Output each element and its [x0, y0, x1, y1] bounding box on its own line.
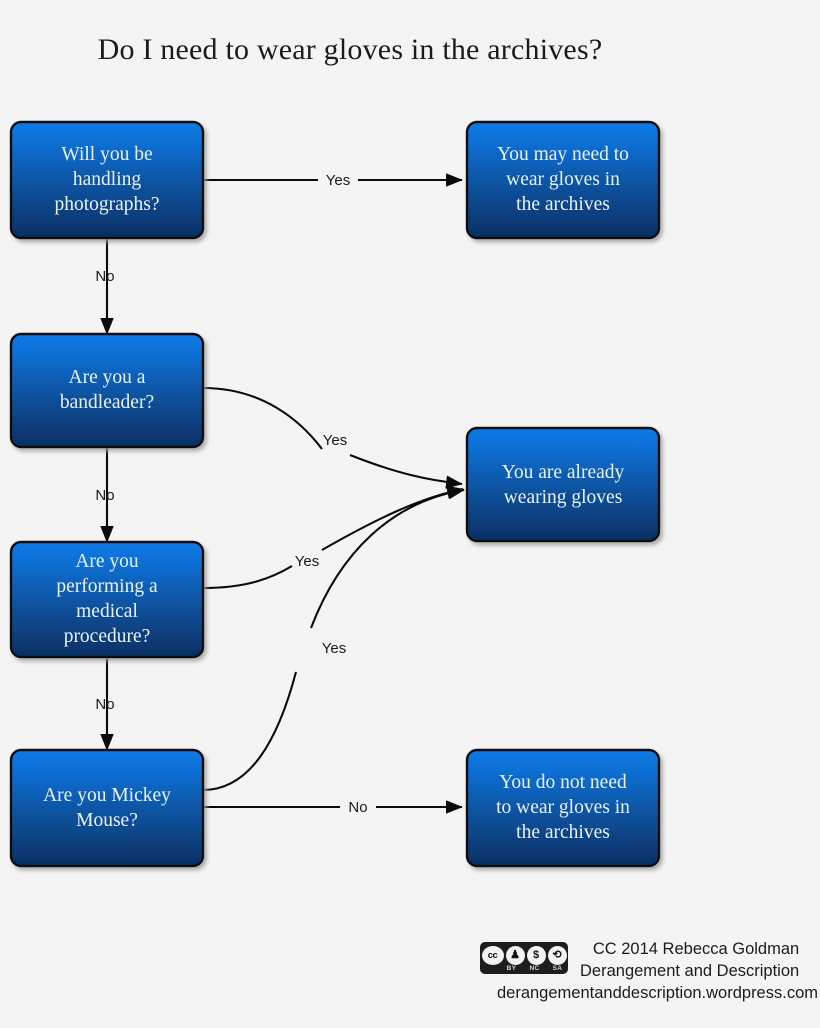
sharealike-arrow-icon: ⟲ [547, 946, 567, 965]
edge-label-q2-yes: Yes [323, 432, 347, 449]
node-you-do-not-need-to-wear-gloves[interactable]: You do not need to wear gloves in the ar… [465, 748, 661, 868]
node-line: You are already [502, 462, 625, 483]
node-line: wear gloves in [506, 169, 620, 190]
node-box[interactable] [9, 748, 205, 868]
edge-label-q3-yes: Yes [295, 553, 319, 570]
node-are-you-mickey-mouse[interactable]: Are you Mickey Mouse? [9, 748, 205, 868]
node-line: Mouse? [76, 810, 138, 831]
cc-mark-labels: BY NC SA [482, 965, 567, 972]
node-line: handling [73, 169, 141, 190]
node-line: bandleader? [60, 392, 154, 413]
node-you-are-already-wearing-gloves[interactable]: You are already wearing gloves [465, 426, 661, 543]
page-title: Do I need to wear gloves in the archives… [97, 33, 603, 66]
footer-blog-url[interactable]: derangementanddescription.wordpress.com [496, 983, 818, 1002]
edge-label-q1-yes: Yes [326, 172, 350, 189]
edge-label-q4-no: No [348, 799, 367, 816]
node-will-you-be-handling-photographs[interactable]: Will you be handling photographs? [9, 120, 205, 240]
edge-label-q4-yes: Yes [322, 640, 346, 657]
node-box[interactable] [9, 332, 205, 449]
node-box[interactable] [465, 120, 661, 240]
edges-layer: Yes No Yes No Yes No Yes [95, 172, 465, 816]
credit-text-block: CC 2014 Rebecca Goldman Derangement and … [580, 938, 799, 983]
edge-label-q1-no: No [95, 268, 114, 285]
node-line: Will you be [61, 144, 152, 165]
edge-q3-yes-a [202, 565, 293, 590]
edge-q2-yes-b [349, 454, 463, 489]
attribution-person-icon: ♟ [505, 946, 525, 965]
node-line: to wear gloves in [496, 797, 630, 818]
node-line: procedure? [64, 626, 151, 647]
node-line: medical [76, 601, 138, 622]
cc-mark-sa: SA [552, 965, 563, 972]
node-box[interactable] [465, 748, 661, 868]
footer-credit-row: cc ♟ $ ⟲ BY NC SA CC 2014 Rebecca Goldma… [440, 938, 820, 983]
cc-icon-row: cc ♟ $ ⟲ [481, 946, 567, 965]
node-box[interactable] [9, 540, 205, 659]
node-box[interactable] [465, 426, 661, 543]
node-line: photographs? [54, 194, 159, 215]
noncommercial-dollar-icon: $ [526, 946, 546, 965]
node-box[interactable] [9, 120, 205, 240]
edge-q4-yes-a [202, 671, 298, 792]
node-line: You do not need [499, 772, 627, 793]
node-line: Are you a [69, 367, 146, 388]
node-line: performing a [56, 576, 158, 597]
cc-logo-icon: cc [481, 946, 504, 965]
edge-label-q3-no: No [95, 696, 114, 713]
credit-line-blog-name: Derangement and Description [580, 962, 800, 981]
cc-mark-by: BY [506, 965, 517, 972]
creative-commons-license-badge[interactable]: cc ♟ $ ⟲ BY NC SA [480, 942, 568, 974]
edge-q2-yes-a [202, 386, 323, 450]
cc-mark-nc: NC [529, 965, 540, 972]
edge-q4-yes-b [310, 486, 465, 629]
node-line: Are you Mickey [43, 785, 171, 806]
node-are-you-performing-a-medical-procedure[interactable]: Are you performing a medical procedure? [9, 540, 205, 659]
node-line: Are you [75, 551, 139, 572]
footer: cc ♟ $ ⟲ BY NC SA CC 2014 Rebecca Goldma… [440, 938, 820, 1003]
node-you-may-need-to-wear-gloves[interactable]: You may need to wear gloves in the archi… [465, 120, 661, 240]
credit-line-copyright: CC 2014 Rebecca Goldman [592, 940, 800, 958]
node-line: the archives [516, 822, 610, 843]
edge-label-q2-no: No [95, 487, 114, 504]
node-line: the archives [516, 194, 610, 215]
node-line: You may need to [497, 144, 629, 165]
node-are-you-a-bandleader[interactable]: Are you a bandleader? [9, 332, 205, 449]
node-line: wearing gloves [504, 487, 623, 508]
